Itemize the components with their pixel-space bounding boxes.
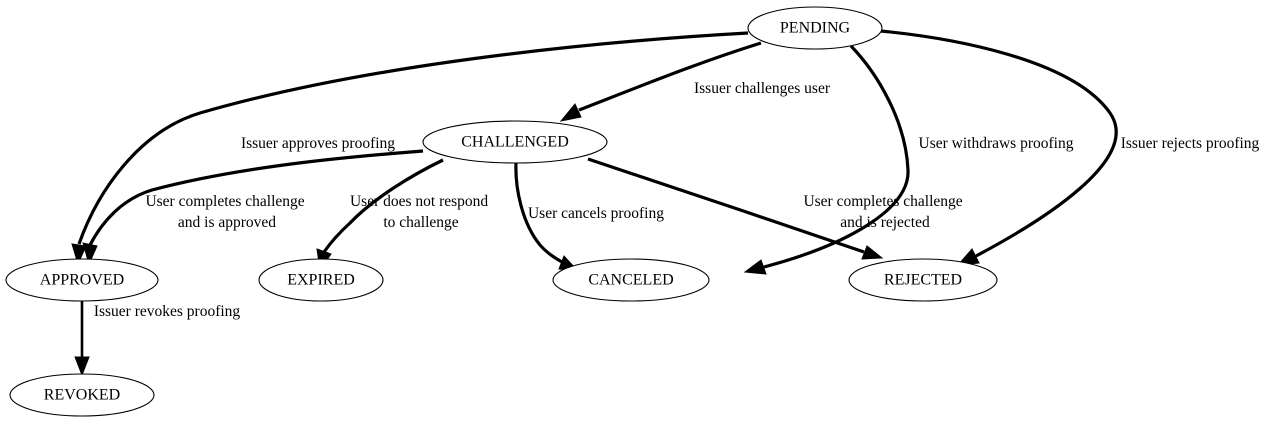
node-shape-approved[interactable] xyxy=(5,258,159,302)
node-shape-challenged[interactable] xyxy=(422,120,608,164)
node-pending[interactable]: PENDING xyxy=(747,6,883,50)
edge-line-pending-approved xyxy=(77,31,749,245)
node-rejected[interactable]: REJECTED xyxy=(848,258,998,302)
node-expired[interactable]: EXPIRED xyxy=(258,258,384,302)
edge-line-challenged-canceled xyxy=(514,162,563,264)
node-shape-expired[interactable] xyxy=(258,258,384,302)
node-shape-canceled[interactable] xyxy=(552,258,710,302)
edge-label-challenged-expired: User does not respond to challenge xyxy=(350,193,492,231)
node-label-challenged: CHALLENGED xyxy=(461,134,569,151)
edge-pending-canceled xyxy=(743,44,910,275)
edge-pending-rejected xyxy=(880,29,1118,266)
edge-label-line-1: User does not respond xyxy=(350,193,488,210)
node-shape-revoked[interactable] xyxy=(9,373,155,417)
edge-label-challenged-rejected: User completes challenge and is rejected xyxy=(803,193,966,231)
edge-label-line-2: and is rejected xyxy=(840,214,930,231)
edge-pending-approved xyxy=(71,31,749,266)
node-shape-pending[interactable] xyxy=(747,6,883,50)
edge-challenged-rejected xyxy=(587,157,884,260)
edge-label-line-2: and is approved xyxy=(178,214,276,231)
node-revoked[interactable]: REVOKED xyxy=(9,373,155,417)
edge-label-line-1: User completes challenge xyxy=(145,193,304,210)
edge-line-pending-rejected xyxy=(880,29,1118,258)
arrowhead-approved-from-challenged xyxy=(82,242,98,266)
node-label-expired: EXPIRED xyxy=(287,272,355,289)
edge-line-challenged-approved xyxy=(88,149,424,246)
arrowhead-approved-from-pending xyxy=(71,243,87,266)
arrowhead-revoked-from-approved xyxy=(74,356,90,377)
edge-label-pending-canceled: User withdraws proofing xyxy=(919,135,1074,152)
edge-line-challenged-rejected xyxy=(587,157,865,254)
arrowhead-rejected-from-challenged xyxy=(861,245,884,260)
edge-line-pending-challenged xyxy=(578,41,762,112)
edge-label-pending-challenged: Issuer challenges user xyxy=(694,80,831,97)
edge-line-pending-canceled xyxy=(763,44,910,269)
node-shape-rejected[interactable] xyxy=(848,258,998,302)
edge-label-pending-approved: Issuer approves proofing xyxy=(241,135,395,152)
edge-label-challenged-approved: User completes challenge and is approved xyxy=(145,193,308,231)
edge-approved-revoked xyxy=(74,301,90,377)
node-challenged[interactable]: CHALLENGED xyxy=(422,120,608,164)
edge-challenged-approved xyxy=(82,149,424,266)
node-label-revoked: REVOKED xyxy=(44,387,120,404)
node-label-approved: APPROVED xyxy=(40,272,124,289)
arrowhead-challenged-from-pending xyxy=(559,103,582,122)
edge-label-challenged-canceled: User cancels proofing xyxy=(528,205,664,222)
node-label-rejected: REJECTED xyxy=(884,272,962,289)
node-label-pending: PENDING xyxy=(780,20,851,37)
edge-pending-challenged xyxy=(559,41,762,122)
edge-label-line-2: to challenge xyxy=(383,214,458,231)
edge-line-challenged-expired xyxy=(322,158,444,253)
edge-label-line-1: User completes challenge xyxy=(803,193,962,210)
edge-label-approved-revoked: Issuer revokes proofing xyxy=(94,303,241,320)
arrowhead-canceled-from-pending xyxy=(743,259,767,275)
node-approved[interactable]: APPROVED xyxy=(5,258,159,302)
node-label-canceled: CANCELED xyxy=(588,272,673,289)
edge-label-pending-rejected: Issuer rejects proofing xyxy=(1121,135,1260,152)
node-canceled[interactable]: CANCELED xyxy=(552,258,710,302)
